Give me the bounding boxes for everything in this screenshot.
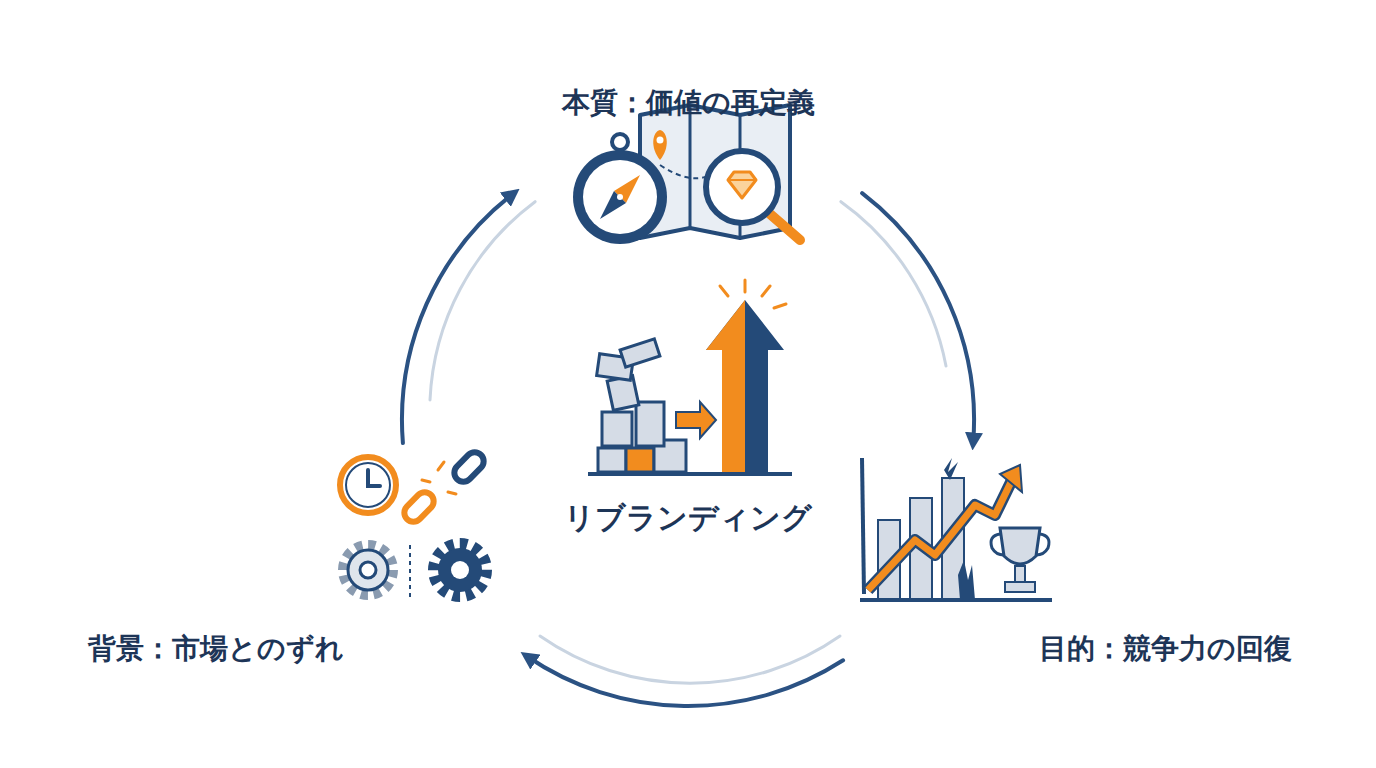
cycle-stage: 本質：価値の再定義 [520,40,856,252]
cycle-stage: 目的：競争力の回復 [850,450,1300,682]
misalignment-icon [340,449,487,600]
growth-chart-icon [860,458,1052,600]
cycle-arrow [402,193,514,443]
center-label: リブランディング [564,500,812,536]
stage-label: 目的：競争力の回復 [1039,632,1292,666]
cycle-stage: 背景：市場とのずれ [80,450,520,682]
map-compass-icon [573,105,800,244]
stage-label: 背景：市場とのずれ [88,632,344,666]
rebranding-icon [588,280,792,474]
stage-label: 本質：価値の再定義 [562,86,815,120]
inner-arcs [430,202,946,683]
cycle-arrow [527,656,844,706]
cycle-arrow [862,193,974,443]
